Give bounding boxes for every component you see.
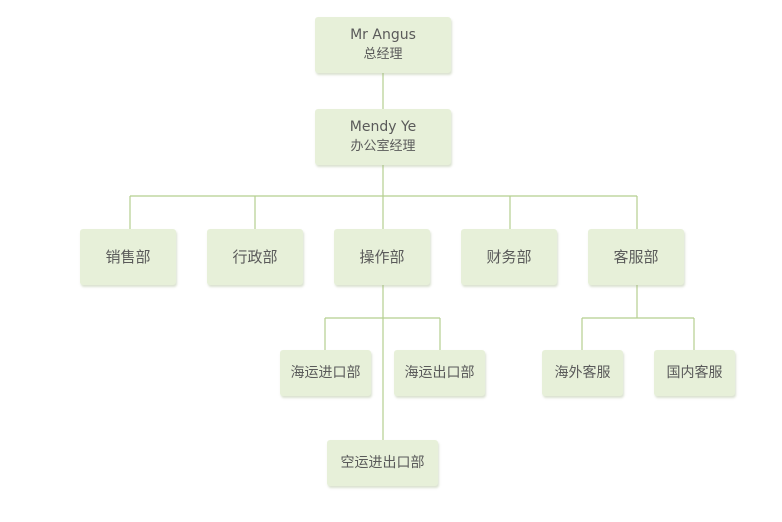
node-finance: 财务部 [461,229,557,285]
ceo-title: 总经理 [363,47,403,62]
node-sales: 销售部 [80,229,176,285]
ceo-name: Mr Angus [350,27,416,43]
unit-label: 海运出口部 [404,364,475,381]
node-operations: 操作部 [334,229,430,285]
unit-label: 国内客服 [666,364,723,381]
dept-label: 客服部 [613,247,659,266]
node-customer-service: 客服部 [588,229,684,285]
node-domestic-cs: 国内客服 [654,350,735,396]
node-overseas-cs: 海外客服 [542,350,623,396]
dept-label: 销售部 [105,247,151,266]
office-manager-name: Mendy Ye [349,119,417,135]
node-sea-export: 海运出口部 [394,350,485,396]
node-office-manager: Mendy Ye 办公室经理 [315,109,451,165]
dept-label: 行政部 [232,247,278,266]
dept-label: 财务部 [486,247,532,266]
dept-label: 操作部 [359,247,405,266]
unit-label: 海外客服 [554,364,611,381]
unit-label: 海运进口部 [290,364,361,381]
unit-label: 空运进出口部 [340,454,425,471]
node-admin: 行政部 [207,229,303,285]
node-air-import-export: 空运进出口部 [327,440,438,486]
node-ceo: Mr Angus 总经理 [315,17,451,73]
office-manager-title: 办公室经理 [350,139,416,154]
node-sea-import: 海运进口部 [280,350,371,396]
